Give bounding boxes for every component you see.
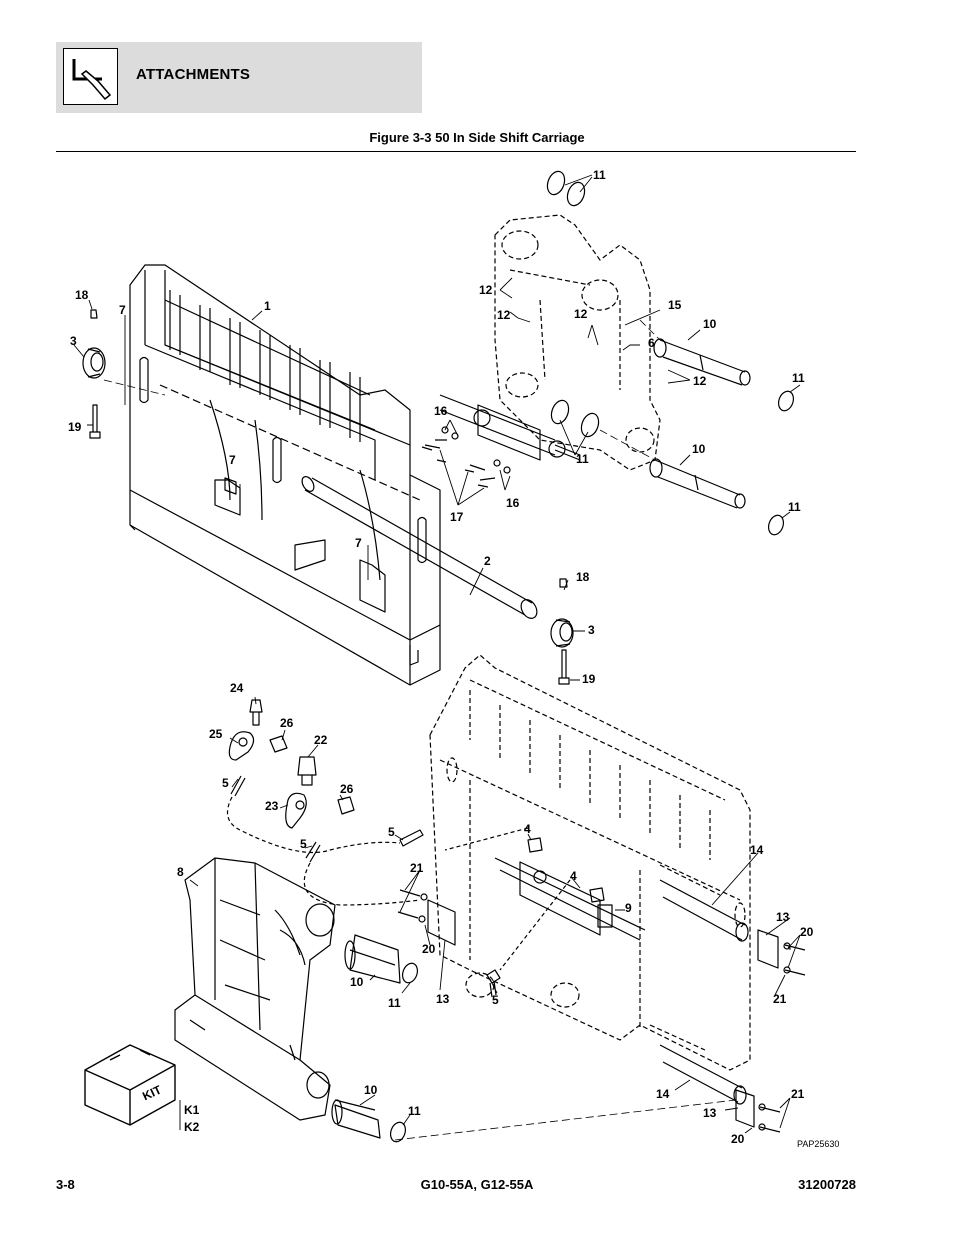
section-header: ATTACHMENTS bbox=[56, 42, 422, 113]
callout-5: 5 bbox=[388, 825, 395, 839]
kit-label-k2: K2 bbox=[184, 1120, 200, 1134]
retaining-plates bbox=[397, 889, 806, 1133]
callout-9: 9 bbox=[625, 901, 632, 915]
callout-20: 20 bbox=[422, 942, 436, 956]
hydraulic-fittings bbox=[228, 699, 501, 998]
callout-14: 14 bbox=[656, 1087, 670, 1101]
drawing-number: PAP25630 bbox=[797, 1139, 839, 1149]
callout-3: 3 bbox=[70, 334, 77, 348]
callout-10: 10 bbox=[703, 317, 717, 331]
callout-15: 15 bbox=[668, 298, 682, 312]
callout-4: 4 bbox=[524, 822, 531, 836]
callout-6: 6 bbox=[648, 336, 655, 350]
callout-7: 7 bbox=[355, 536, 362, 550]
side-shift-phantom bbox=[494, 214, 661, 471]
lower-carriage-phantom bbox=[429, 654, 751, 1071]
callout-12: 12 bbox=[479, 283, 493, 297]
leader-lines bbox=[73, 174, 801, 1134]
lower-cylinder bbox=[494, 837, 646, 941]
callout-25: 25 bbox=[209, 727, 223, 741]
shift-cylinders bbox=[421, 394, 581, 488]
callout-23: 23 bbox=[265, 799, 279, 813]
callout-7: 7 bbox=[229, 453, 236, 467]
callout-11: 11 bbox=[788, 500, 801, 514]
callout-13: 13 bbox=[436, 992, 450, 1006]
callout-13: 13 bbox=[776, 910, 790, 924]
lower-rods bbox=[331, 934, 401, 1139]
callout-5: 5 bbox=[300, 837, 307, 851]
fork-frame bbox=[174, 857, 336, 1121]
attachment-icon bbox=[63, 48, 118, 105]
callout-11: 11 bbox=[593, 168, 606, 182]
right-bushing bbox=[550, 578, 574, 685]
callout-22: 22 bbox=[314, 733, 328, 747]
page-number: 3-8 bbox=[56, 1177, 75, 1192]
callout-20: 20 bbox=[731, 1132, 745, 1146]
callout-13: 13 bbox=[703, 1106, 717, 1120]
cross-bar bbox=[301, 476, 538, 619]
callout-12: 12 bbox=[693, 374, 707, 388]
callout-12: 12 bbox=[574, 307, 588, 321]
callout-11: 11 bbox=[792, 371, 805, 385]
callout-2: 2 bbox=[484, 554, 491, 568]
callout-labels: 1 2 3 3 4 4 5 5 5 5 6 7 7 7 8 9 10 10 10… bbox=[68, 168, 814, 1146]
callout-11: 11 bbox=[408, 1104, 421, 1118]
callout-14: 14 bbox=[750, 843, 764, 857]
callout-10: 10 bbox=[692, 442, 706, 456]
callout-10: 10 bbox=[364, 1083, 378, 1097]
figure-title: Figure 3-3 50 In Side Shift Carriage bbox=[369, 130, 585, 145]
callout-19: 19 bbox=[68, 420, 82, 434]
callout-26: 26 bbox=[340, 782, 354, 796]
callout-16: 16 bbox=[506, 496, 520, 510]
section-title: ATTACHMENTS bbox=[136, 66, 251, 83]
callout-4: 4 bbox=[570, 869, 577, 883]
callout-8: 8 bbox=[177, 865, 184, 879]
left-bushing bbox=[82, 309, 106, 439]
phantom-links bbox=[103, 319, 737, 1141]
kit-box bbox=[84, 1044, 176, 1126]
header-rule bbox=[56, 151, 856, 152]
callout-17: 17 bbox=[450, 510, 464, 524]
upper-rods bbox=[649, 338, 751, 509]
callout-11: 11 bbox=[388, 996, 401, 1010]
model-numbers: G10-55A, G12-55A bbox=[420, 1177, 534, 1192]
kit-box-label: KIT bbox=[140, 1082, 164, 1103]
callout-1: 1 bbox=[264, 299, 271, 313]
callout-5: 5 bbox=[492, 993, 499, 1007]
callout-18: 18 bbox=[75, 288, 89, 302]
callout-24: 24 bbox=[230, 681, 244, 695]
callout-21: 21 bbox=[791, 1087, 805, 1101]
carriage-frame bbox=[129, 264, 441, 686]
callout-7: 7 bbox=[119, 303, 126, 317]
callout-11: 11 bbox=[576, 452, 589, 466]
side-rods bbox=[659, 879, 749, 1105]
callout-20: 20 bbox=[800, 925, 814, 939]
callout-16: 16 bbox=[434, 404, 448, 418]
callout-10: 10 bbox=[350, 975, 364, 989]
hydraulic-hose bbox=[226, 796, 571, 971]
callout-21: 21 bbox=[773, 992, 787, 1006]
kit-label-k1: K1 bbox=[184, 1103, 200, 1117]
callout-18: 18 bbox=[576, 570, 590, 584]
document-number: 31200728 bbox=[798, 1177, 856, 1192]
callout-19: 19 bbox=[582, 672, 596, 686]
callout-21: 21 bbox=[410, 861, 424, 875]
callout-26: 26 bbox=[280, 716, 294, 730]
callout-12: 12 bbox=[497, 308, 511, 322]
callout-3: 3 bbox=[588, 623, 595, 637]
callout-5: 5 bbox=[222, 776, 229, 790]
